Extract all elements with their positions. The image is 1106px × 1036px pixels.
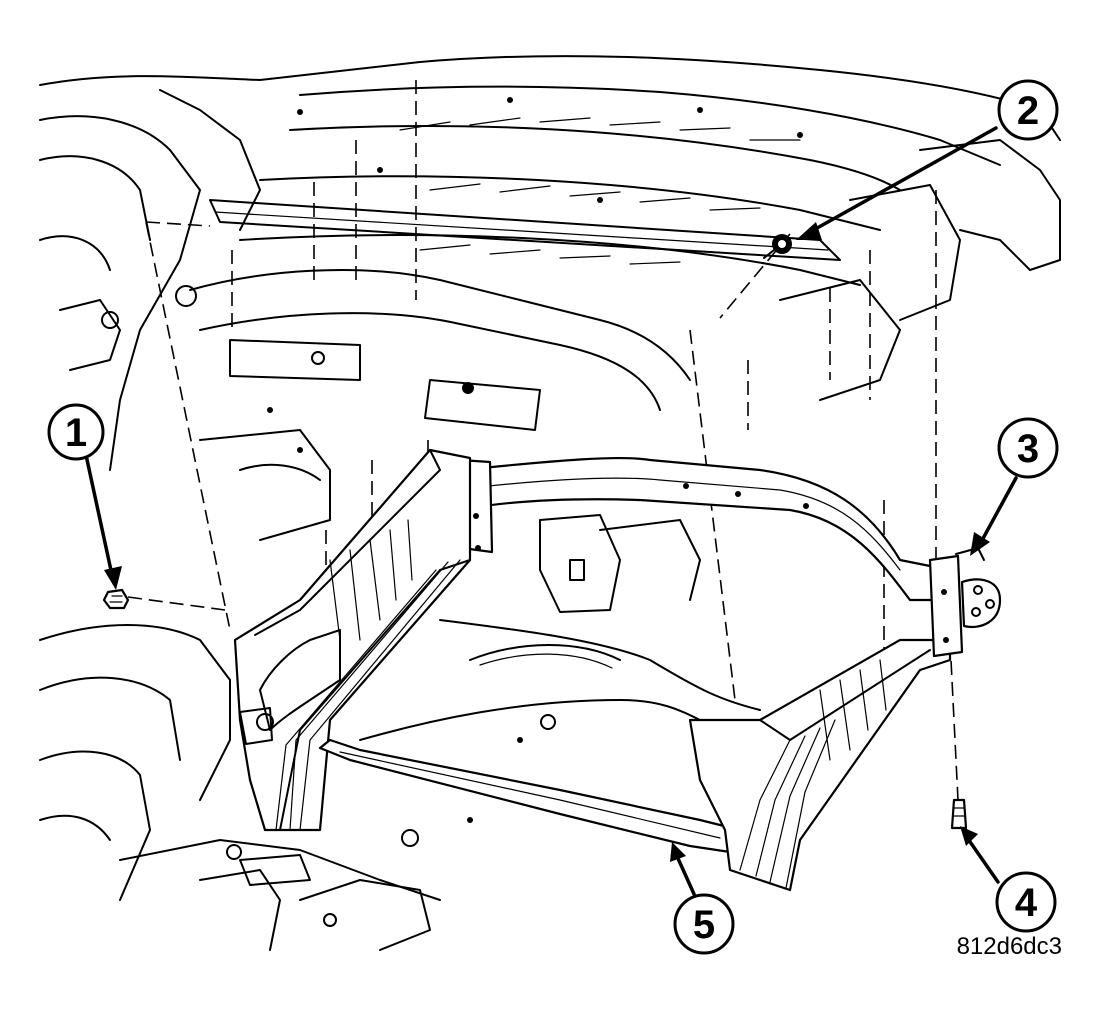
rear-cradle-crossmember <box>233 448 1002 892</box>
alignment-lines <box>127 80 959 801</box>
fastener-bolt-item1 <box>102 588 130 610</box>
callout-2-label: 2 <box>1017 89 1039 133</box>
callout-4: 4 <box>995 871 1057 933</box>
fastener-bolt-item4 <box>950 798 968 830</box>
vehicle-underbody <box>39 55 1061 951</box>
callout-1-label: 1 <box>65 411 87 455</box>
figure-code: 812d6dc3 <box>957 933 1062 960</box>
callout-2: 2 <box>997 79 1059 141</box>
fastener-nut-item2 <box>763 234 792 259</box>
callout-1: 1 <box>47 403 105 461</box>
callout-5-label: 5 <box>693 903 715 947</box>
callout-5: 5 <box>673 893 735 955</box>
callout-4-label: 4 <box>1015 881 1038 925</box>
callout-3-label: 3 <box>1017 427 1039 471</box>
callout-leaders <box>84 126 1018 896</box>
callout-3: 3 <box>997 417 1059 479</box>
